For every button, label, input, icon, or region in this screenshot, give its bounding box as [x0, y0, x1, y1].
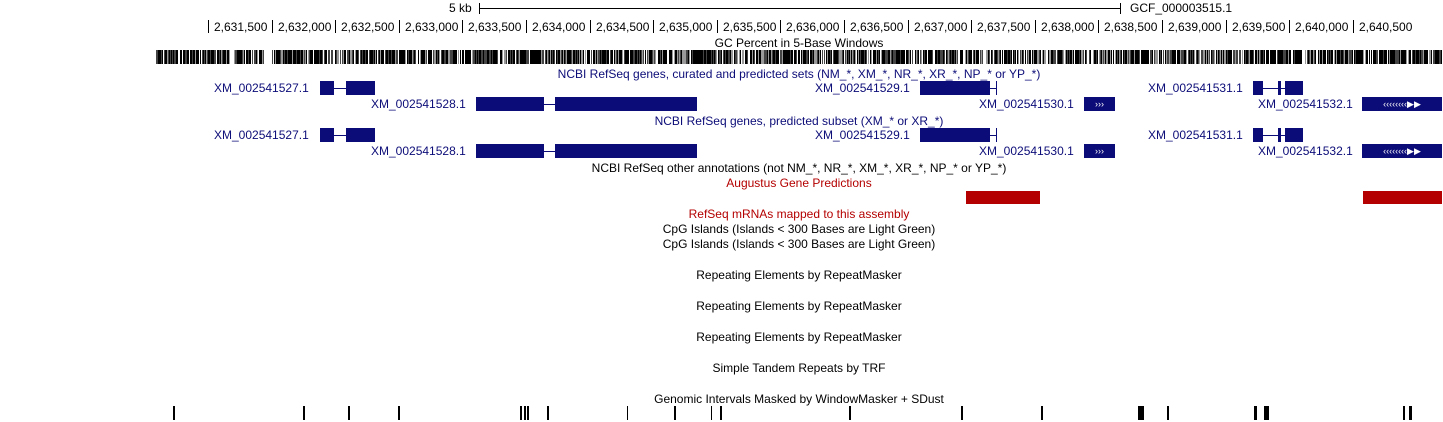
- ruler-label: 2,634,000: [532, 20, 586, 34]
- ruler-label: 2,638,000: [1041, 20, 1095, 34]
- gene-label-xm-002541532-predicted[interactable]: XM_002541532.1: [1258, 144, 1353, 158]
- ruler-tick: [844, 20, 845, 33]
- ruler-tick: [908, 20, 909, 33]
- ruler-tick: [971, 20, 972, 33]
- scale-bar-left-end: [479, 3, 480, 14]
- ruler-tick: [526, 20, 527, 33]
- ruler-tick: [1098, 20, 1099, 33]
- ruler-label: 2,634,500: [596, 20, 650, 34]
- track-title-refseq-other: NCBI RefSeq other annotations (not NM_*,…: [591, 161, 1007, 175]
- ruler-label: 2,637,000: [914, 20, 968, 34]
- ruler-label: 2,637,500: [977, 20, 1031, 34]
- ruler-label: 2,631,500: [214, 20, 268, 34]
- windowmasker-interval[interactable]: [1264, 406, 1269, 420]
- assembly-label: GCF_000003515.1: [1130, 1, 1233, 15]
- ruler-tick: [272, 20, 273, 33]
- windowmasker-interval[interactable]: [1167, 406, 1169, 420]
- ruler-tick: [717, 20, 718, 33]
- gene-label-xm-002541531-predicted[interactable]: XM_002541531.1: [1148, 128, 1243, 142]
- ruler-label: 2,638,500: [1104, 20, 1158, 34]
- windowmasker-interval[interactable]: [1041, 406, 1043, 420]
- gene-label-xm-002541529-predicted[interactable]: XM_002541529.1: [815, 128, 910, 142]
- ruler-tick: [1226, 20, 1227, 33]
- ruler-tick: [462, 20, 463, 33]
- ruler-label: 2,636,000: [786, 20, 840, 34]
- ruler-tick: [1289, 20, 1290, 33]
- track-title-refseq-predicted: NCBI RefSeq genes, predicted subset (XM_…: [654, 114, 944, 128]
- ruler-label: 2,633,500: [468, 20, 522, 34]
- ruler-label: 2,632,500: [341, 20, 395, 34]
- gc-percent-wiggle[interactable]: [156, 50, 1442, 64]
- windowmasker-interval[interactable]: [1409, 406, 1412, 420]
- track-title-repeatmasker-3: Repeating Elements by RepeatMasker: [696, 330, 902, 344]
- gene-label-xm-002541530[interactable]: XM_002541530.1: [979, 97, 1074, 111]
- track-title-repeatmasker-2: Repeating Elements by RepeatMasker: [696, 299, 902, 313]
- ruler-label: 2,640,000: [1295, 20, 1349, 34]
- ruler-tick: [1162, 20, 1163, 33]
- gene-label-xm-002541527[interactable]: XM_002541527.1: [214, 81, 309, 95]
- augustus-prediction-2[interactable]: [1363, 191, 1442, 204]
- windowmasker-interval[interactable]: [527, 406, 529, 420]
- windowmasker-interval[interactable]: [627, 406, 628, 420]
- ruler-tick: [399, 20, 400, 33]
- windowmasker-interval[interactable]: [173, 406, 175, 420]
- windowmasker-interval[interactable]: [1403, 406, 1405, 420]
- gene-label-xm-002541532[interactable]: XM_002541532.1: [1258, 97, 1353, 111]
- windowmasker-interval[interactable]: [961, 406, 963, 420]
- ruler-tick: [1353, 20, 1354, 33]
- track-title-cpg-islands-2: CpG Islands (Islands < 300 Bases are Lig…: [662, 237, 936, 251]
- gene-label-xm-002541528[interactable]: XM_002541528.1: [371, 97, 466, 111]
- scale-bar-line: [479, 8, 1120, 9]
- ruler-tick: [208, 20, 209, 33]
- windowmasker-interval[interactable]: [398, 406, 400, 420]
- ruler-label: 2,632,000: [278, 20, 332, 34]
- gene-label-xm-002541528-predicted[interactable]: XM_002541528.1: [371, 144, 466, 158]
- gene-model-xm-002541532-predicted[interactable]: ‹‹‹‹‹‹‹‹▶▶: [1362, 144, 1442, 158]
- ruler-label: 2,640,500: [1359, 20, 1413, 34]
- ruler-label: 2,639,500: [1232, 20, 1286, 34]
- augustus-prediction-1[interactable]: [966, 191, 1040, 204]
- windowmasker-interval[interactable]: [524, 406, 526, 420]
- gene-label-xm-002541531[interactable]: XM_002541531.1: [1148, 81, 1243, 95]
- ruler-label: 2,633,000: [405, 20, 459, 34]
- track-title-simple-repeats: Simple Tandem Repeats by TRF: [712, 361, 886, 375]
- windowmasker-interval[interactable]: [674, 406, 676, 420]
- gene-model-xm-002541530[interactable]: ›››: [1084, 97, 1115, 111]
- windowmasker-interval[interactable]: [303, 406, 305, 420]
- ruler-tick: [590, 20, 591, 33]
- gene-model-xm-002541530-predicted[interactable]: ›››: [1084, 144, 1115, 158]
- ruler-label: 2,639,000: [1168, 20, 1222, 34]
- track-title-repeatmasker-1: Repeating Elements by RepeatMasker: [696, 268, 902, 282]
- ruler-tick: [335, 20, 336, 33]
- scale-size-label: 5 kb: [449, 1, 472, 15]
- ruler-label: 2,635,000: [659, 20, 713, 34]
- scale-bar-right-end: [1120, 3, 1121, 14]
- gene-label-xm-002541529[interactable]: XM_002541529.1: [815, 81, 910, 95]
- track-title-cpg-islands-1: CpG Islands (Islands < 300 Bases are Lig…: [662, 222, 936, 236]
- ruler-tick: [1035, 20, 1036, 33]
- track-title-windowmasker: Genomic Intervals Masked by WindowMasker…: [654, 392, 944, 406]
- ruler-label: 2,635,500: [723, 20, 777, 34]
- track-title-gc-percent: GC Percent in 5-Base Windows: [714, 36, 884, 50]
- windowmasker-interval[interactable]: [711, 406, 712, 420]
- ruler-label: 2,636,500: [850, 20, 904, 34]
- windowmasker-interval[interactable]: [348, 406, 350, 420]
- track-title-augustus: Augustus Gene Predictions: [726, 176, 872, 190]
- windowmasker-interval[interactable]: [849, 406, 851, 420]
- windowmasker-interval[interactable]: [547, 406, 549, 420]
- windowmasker-interval[interactable]: [1138, 406, 1144, 420]
- track-title-refseq-mrna: RefSeq mRNAs mapped to this assembly: [688, 207, 910, 221]
- gc-percent-graph[interactable]: [156, 50, 1442, 64]
- windowmasker-interval[interactable]: [520, 406, 522, 420]
- gene-label-xm-002541530-predicted[interactable]: XM_002541530.1: [979, 144, 1074, 158]
- ruler-tick: [780, 20, 781, 33]
- ruler-tick: [653, 20, 654, 33]
- windowmasker-interval[interactable]: [1254, 406, 1257, 420]
- windowmasker-interval[interactable]: [720, 406, 722, 420]
- track-title-refseq-all: NCBI RefSeq genes, curated and predicted…: [557, 67, 1041, 81]
- gene-label-xm-002541527-predicted[interactable]: XM_002541527.1: [214, 128, 309, 142]
- gene-model-xm-002541532[interactable]: ‹‹‹‹‹‹‹‹▶▶: [1362, 97, 1442, 111]
